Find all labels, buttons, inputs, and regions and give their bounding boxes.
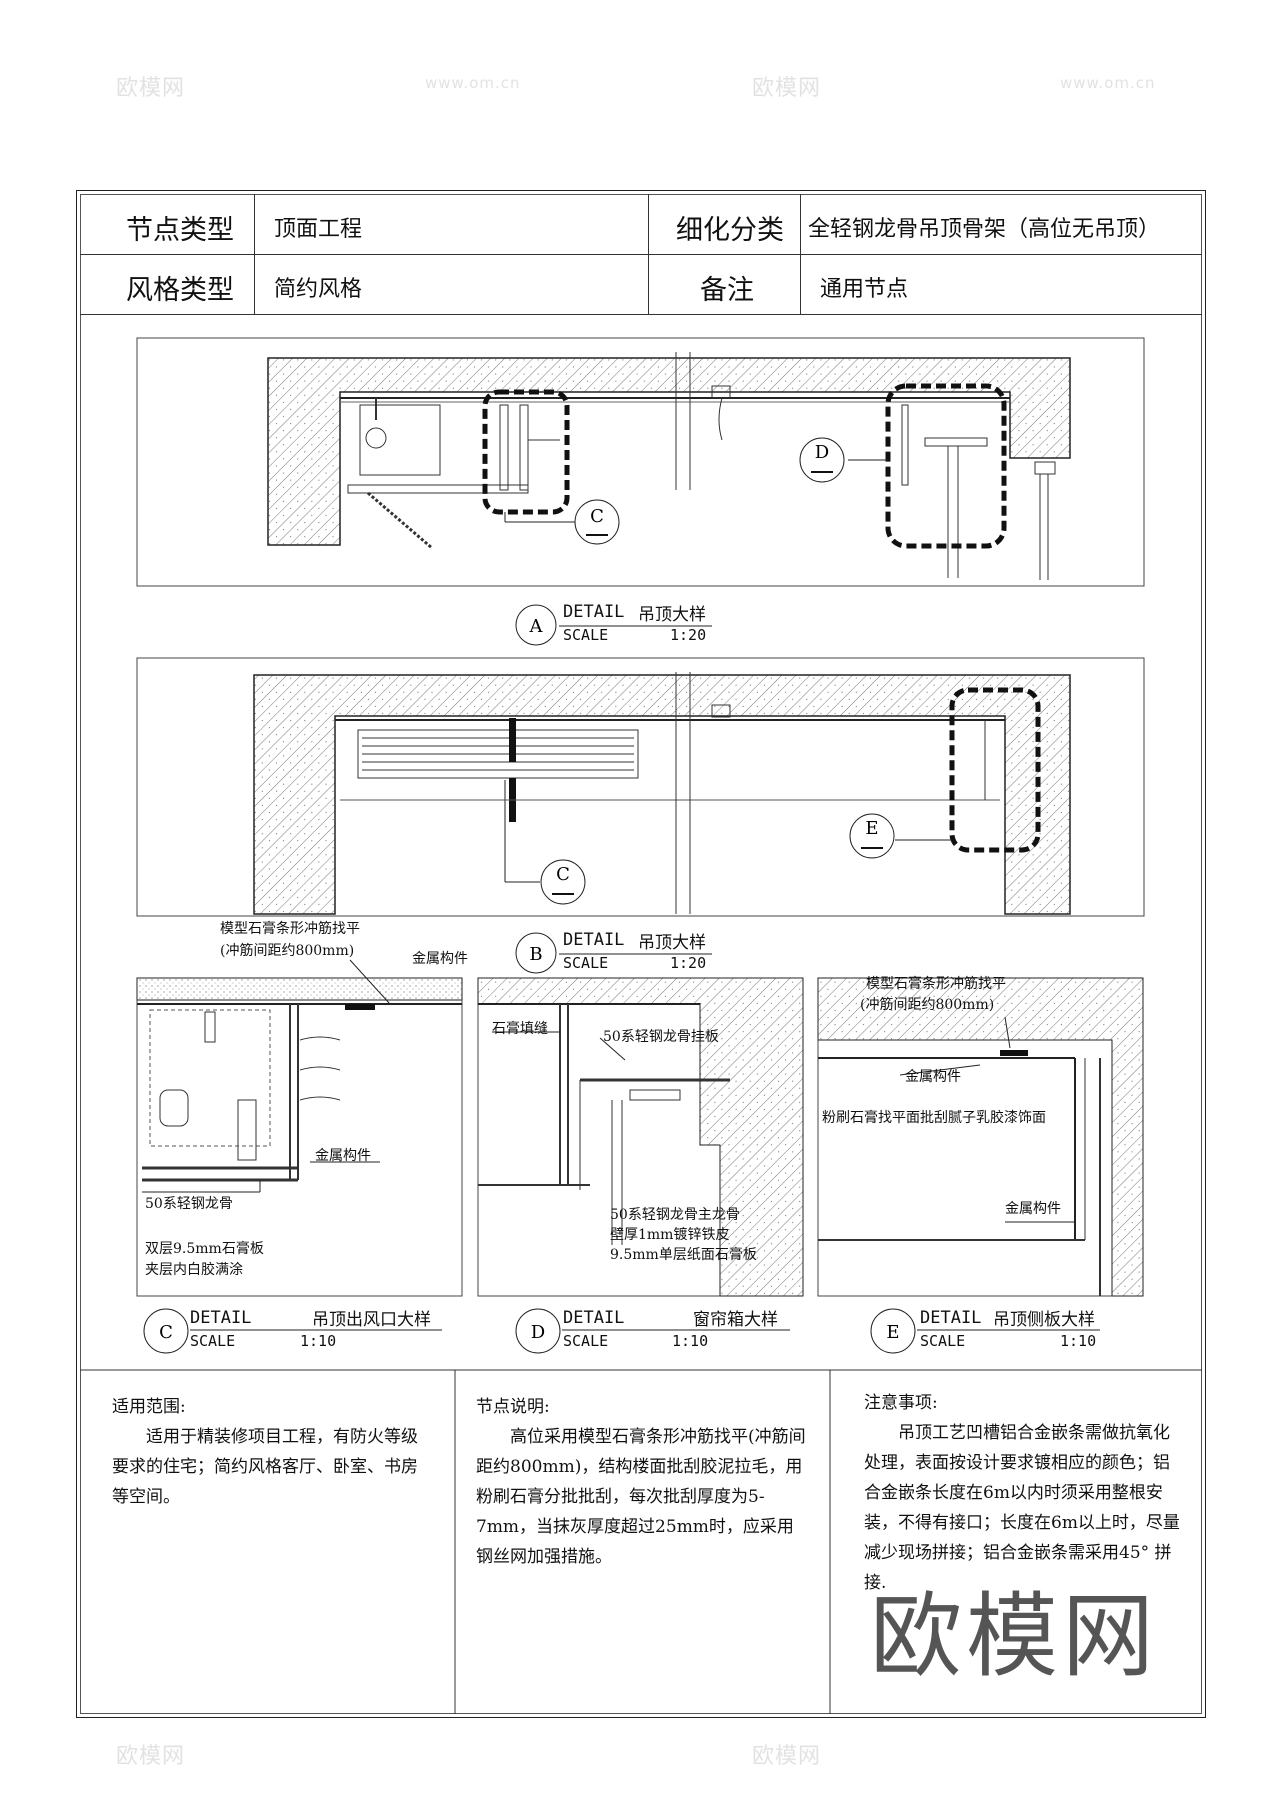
callout-b-c: C (540, 859, 586, 905)
callout-a-c-letter: C (590, 506, 604, 527)
style-value: 简约风格 (274, 277, 363, 302)
watermark-site-2: www.om.cn (1060, 74, 1156, 92)
callout-b-c-letter: C (556, 864, 570, 885)
annotation-e-2: (冲筋间距约800mm) (860, 997, 995, 1013)
detail-c-name: 吊顶出风口大样 (312, 1310, 431, 1330)
detail-a-ratio: 1:20 (670, 626, 707, 644)
node-type-value: 顶面工程 (274, 217, 363, 242)
watermark-logo-2: 欧模网 (752, 76, 822, 101)
desc-body: 高位采用模型石膏条形冲筋找平(冲筋间距约800mm)，结构楼面批刮胶泥拉毛，用粉… (476, 1427, 806, 1567)
watermark-logo-1: 欧模网 (116, 76, 186, 101)
annotation-c-7: 夹层内白胶满涂 (145, 1262, 243, 1278)
caution-body: 吊顶工艺凹槽铝合金嵌条需做抗氧化处理，表面按设计要求镀相应的颜色；铝合金嵌条长度… (864, 1423, 1180, 1593)
header-col-2 (648, 194, 649, 314)
detail-d-name: 窗帘箱大样 (693, 1310, 778, 1330)
scope-body: 适用于精装修项目工程，有防火等级要求的住宅；简约风格客厅、卧室、书房等空间。 (112, 1427, 418, 1507)
detail-a-detail: DETAIL (563, 602, 625, 622)
detail-b-drawing (136, 657, 1145, 917)
callout-a-d-letter: D (815, 442, 829, 463)
detail-d-scale: SCALE (563, 1332, 609, 1350)
scope-title: 适用范围: (112, 1397, 186, 1417)
desc-title: 节点说明: (476, 1397, 550, 1417)
detail-b-ratio: 1:20 (670, 954, 707, 972)
callout-b-e-letter: E (865, 818, 878, 839)
watermark-site-1: www.om.cn (425, 74, 521, 92)
detail-c-scale: SCALE (190, 1332, 236, 1350)
detail-d-detail: DETAIL (563, 1308, 625, 1328)
detail-c-detail: DETAIL (190, 1308, 252, 1328)
header-bottom (80, 314, 1202, 315)
remark-value: 通用节点 (820, 277, 909, 302)
detail-c-title: C (143, 1308, 442, 1354)
node-type-label: 节点类型 (126, 215, 234, 246)
annotation-c-4: 金属构件 (315, 1148, 371, 1164)
watermark-logo-3: 欧模网 (116, 1744, 186, 1769)
svg-text:D: D (531, 1322, 545, 1343)
annotation-d-3: 50系轻钢龙骨主龙骨 (610, 1207, 740, 1223)
callout-a-c: C (574, 499, 620, 545)
detail-b-title: B (515, 932, 712, 974)
detail-a-drawing (136, 337, 1145, 587)
annotation-c-1: 模型石膏条形冲筋找平 (220, 921, 360, 937)
callout-b-e: E (849, 813, 895, 859)
svg-text:A: A (529, 616, 544, 637)
detail-c-ratio: 1:10 (300, 1332, 337, 1350)
header-divider (80, 254, 1202, 255)
detail-d-title: D (515, 1308, 790, 1354)
detail-a-scale: SCALE (563, 626, 609, 644)
remark-label: 备注 (700, 275, 754, 306)
refine-value: 全轻钢龙骨吊顶骨架（高位无吊顶） (808, 217, 1161, 242)
detail-d-ratio: 1:10 (672, 1332, 709, 1350)
annotation-d-2: 50系轻钢龙骨挂板 (603, 1029, 719, 1045)
scope-note: 适用范围: 适用于精装修项目工程，有防火等级要求的住宅；简约风格客厅、卧室、书房… (112, 1392, 432, 1512)
sheet-inner-border (80, 194, 1202, 1714)
detail-e-scale: SCALE (920, 1332, 966, 1350)
detail-a-name: 吊顶大样 (638, 605, 706, 625)
svg-text:C: C (159, 1322, 173, 1343)
annotation-d-5: 9.5mm单层纸面石膏板 (610, 1247, 757, 1263)
header-col-1 (254, 194, 255, 314)
annotation-e-1: 模型石膏条形冲筋找平 (866, 976, 1006, 992)
annotation-c-3: 金属构件 (412, 951, 468, 967)
detail-e-detail: DETAIL (920, 1308, 982, 1328)
desc-note: 节点说明: 高位采用模型石膏条形冲筋找平(冲筋间距约800mm)，结构楼面批刮胶… (476, 1392, 806, 1572)
brand-watermark: 欧模网 (870, 1583, 1159, 1690)
svg-text:E: E (886, 1322, 899, 1343)
annotation-e-5: 金属构件 (1005, 1201, 1061, 1217)
detail-b-detail: DETAIL (563, 930, 625, 950)
detail-b-name: 吊顶大样 (638, 933, 706, 953)
annotation-d-4: 壁厚1mm镀锌铁皮 (610, 1227, 730, 1243)
annotation-e-4: 粉刷石膏找平面批刮腻子乳胶漆饰面 (822, 1110, 1046, 1126)
header-col-3 (800, 194, 801, 314)
callout-a-d: D (799, 437, 845, 483)
caution-title: 注意事项: (864, 1393, 938, 1413)
caution-note: 注意事项: 吊顶工艺凹槽铝合金嵌条需做抗氧化处理，表面按设计要求镀相应的颜色；铝… (864, 1388, 1186, 1598)
annotation-e-3: 金属构件 (905, 1069, 961, 1085)
annotation-c-6: 双层9.5mm石膏板 (145, 1241, 264, 1257)
annotation-c-5: 50系轻钢龙骨 (145, 1196, 233, 1212)
detail-e-ratio: 1:10 (1060, 1332, 1097, 1350)
sheet-outer-border (76, 190, 1206, 1718)
style-label: 风格类型 (126, 275, 234, 306)
detail-c-drawing (136, 959, 463, 1297)
detail-e-drawing (817, 977, 1144, 1297)
detail-b-scale: SCALE (563, 954, 609, 972)
detail-e-title: E (870, 1308, 1100, 1354)
detail-e-name: 吊顶侧板大样 (993, 1310, 1095, 1330)
annotation-c-2: (冲筋间距约800mm) (220, 943, 355, 959)
detail-a-title: A (515, 604, 712, 646)
watermark-logo-4: 欧模网 (752, 1744, 822, 1769)
svg-text:B: B (529, 944, 542, 965)
annotation-d-1: 石膏填缝 (492, 1021, 548, 1037)
detail-d-drawing (477, 977, 804, 1297)
refine-label: 细化分类 (676, 215, 784, 246)
